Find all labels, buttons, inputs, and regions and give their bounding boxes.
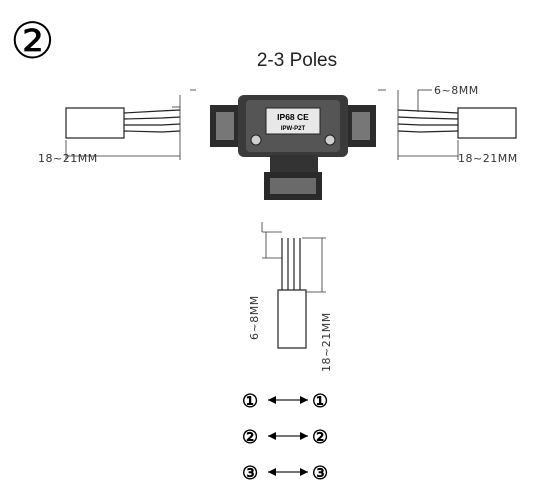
mapping-row: ② ② xyxy=(242,427,328,447)
t-connector xyxy=(210,95,376,200)
mapping-from: ① xyxy=(242,391,258,411)
pin-mapping: ① ① ② ② ③ ③ xyxy=(242,391,328,483)
bottom-small-dimension: 6~8MM xyxy=(248,295,261,340)
left-strip-dimension: 18~21MM xyxy=(38,152,98,165)
connector-model-label: IPW-P2T xyxy=(281,126,306,132)
mapping-from: ③ xyxy=(242,463,258,483)
left-cable xyxy=(65,89,196,160)
bottom-strip-dimension: 18~21MM xyxy=(320,312,333,372)
mapping-from: ② xyxy=(242,427,258,447)
bottom-cable xyxy=(261,222,326,349)
right-top-dimension: 6~8MM xyxy=(434,84,479,97)
diagram-title: 2-3 Poles xyxy=(257,50,337,71)
mapping-to: ③ xyxy=(312,463,328,483)
mapping-row: ③ ③ xyxy=(242,463,328,483)
mapping-to: ② xyxy=(312,427,328,447)
connector-rating-label: IP68 CE xyxy=(277,112,309,122)
step-number: ② xyxy=(10,13,55,69)
right-strip-dimension: 18~21MM xyxy=(458,152,518,165)
mapping-to: ① xyxy=(312,391,328,411)
right-cable xyxy=(378,89,517,160)
mapping-row: ① ① xyxy=(242,391,328,411)
